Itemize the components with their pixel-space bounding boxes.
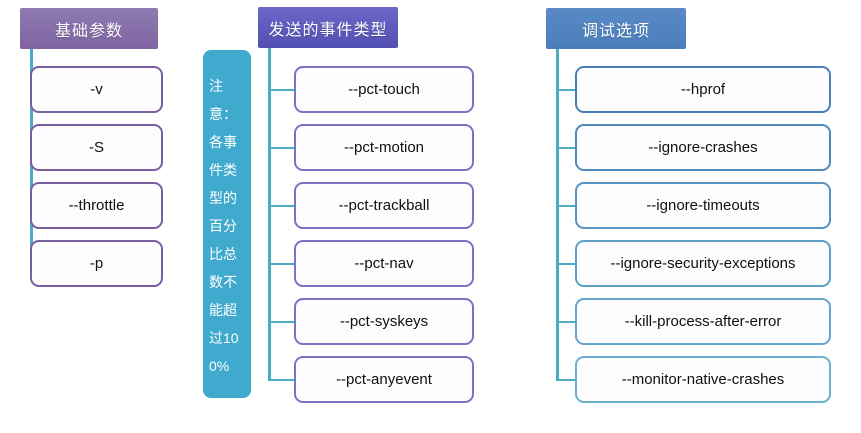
node-debug-5[interactable]: --monitor-native-crashes [575,356,831,403]
node-events-3[interactable]: --pct-nav [294,240,474,287]
connector-stub [268,321,294,323]
connector-stub [268,263,294,265]
connector-stub [268,205,294,207]
node-debug-3[interactable]: --ignore-security-exceptions [575,240,831,287]
connector-stub [556,147,578,149]
node-basic-0[interactable]: -v [30,66,163,113]
node-debug-4[interactable]: --kill-process-after-error [575,298,831,345]
node-events-5[interactable]: --pct-anyevent [294,356,474,403]
node-basic-3[interactable]: -p [30,240,163,287]
connector-stub [556,321,578,323]
connector-stub [556,205,578,207]
header-event-types[interactable]: 发送的事件类型 [258,7,398,48]
connector-spine-debug [556,49,559,380]
connector-stub [268,379,294,381]
node-basic-2[interactable]: --throttle [30,182,163,229]
header-basic-params[interactable]: 基础参数 [20,8,158,49]
node-events-1[interactable]: --pct-motion [294,124,474,171]
connector-stub [268,147,294,149]
connector-stub [556,263,578,265]
connector-stub [268,89,294,91]
connector-stub [556,379,578,381]
node-events-4[interactable]: --pct-syskeys [294,298,474,345]
note-panel: 注意：各事件类型的百分比总数不能超过100% [203,50,251,398]
node-basic-1[interactable]: -S [30,124,163,171]
header-debug-options[interactable]: 调试选项 [546,8,686,49]
node-debug-0[interactable]: --hprof [575,66,831,113]
connector-spine-events [268,48,271,380]
node-debug-2[interactable]: --ignore-timeouts [575,182,831,229]
node-events-0[interactable]: --pct-touch [294,66,474,113]
node-debug-1[interactable]: --ignore-crashes [575,124,831,171]
connector-stub [556,89,578,91]
node-events-2[interactable]: --pct-trackball [294,182,474,229]
